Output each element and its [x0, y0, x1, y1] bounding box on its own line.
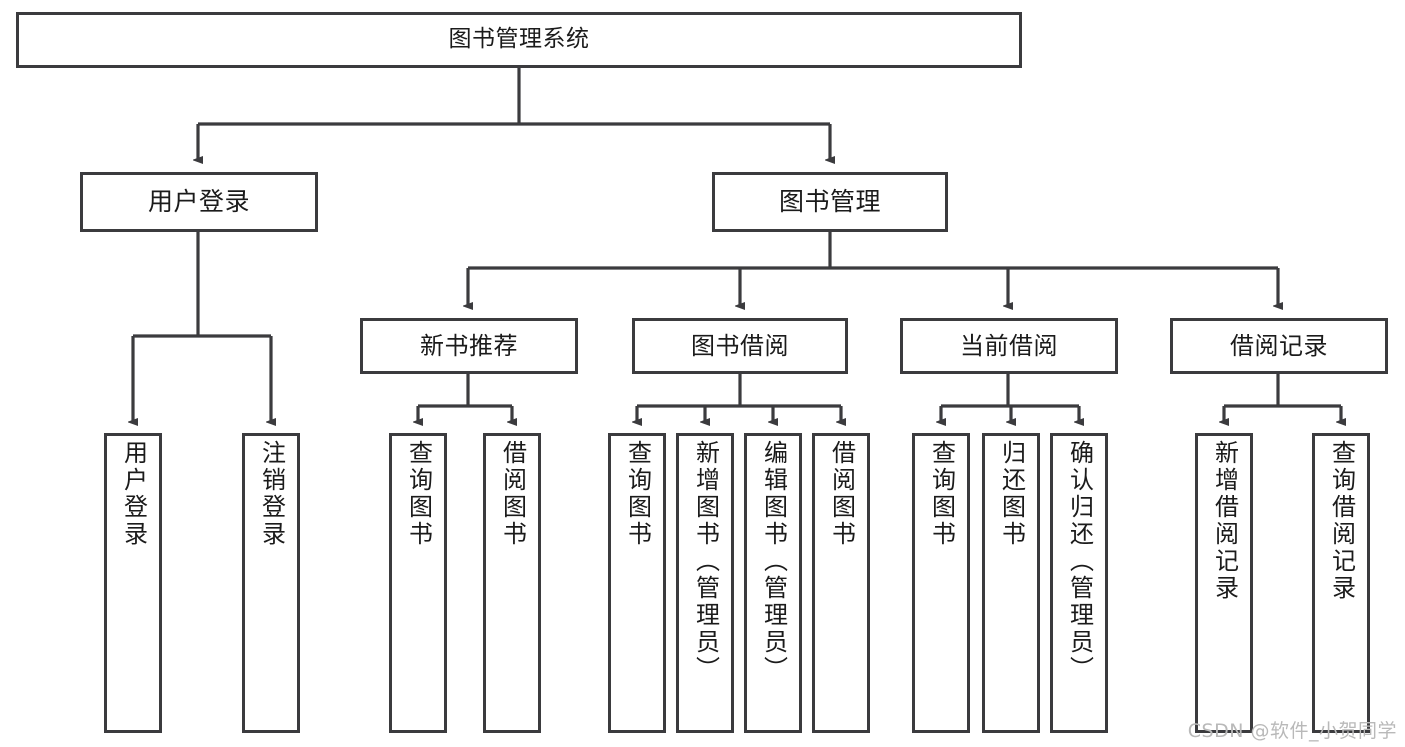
node-label: 用户登录 — [119, 440, 148, 548]
node-label: 新书推荐 — [420, 331, 518, 360]
node-leaf-borrow-book[interactable]: 借阅图书 — [812, 433, 870, 733]
node-leaf-query-book-newbook[interactable]: 查询图书 — [389, 433, 447, 733]
node-label: 借阅图书 — [498, 440, 527, 548]
node-label: 确认归还（管理员） — [1065, 440, 1094, 683]
node-leaf-logout[interactable]: 注销登录 — [242, 433, 300, 733]
node-label: 编辑图书（管理员） — [759, 440, 788, 683]
node-user-login[interactable]: 用户登录 — [80, 172, 318, 232]
node-label: 借阅记录 — [1230, 331, 1328, 360]
node-label: 用户登录 — [147, 187, 250, 217]
node-label: 当前借阅 — [960, 331, 1058, 360]
node-label: 图书管理系统 — [448, 26, 590, 53]
node-leaf-confirm-return-admin[interactable]: 确认归还（管理员） — [1050, 433, 1108, 733]
node-label: 新增图书（管理员） — [691, 440, 720, 683]
node-label: 图书借阅 — [691, 331, 789, 360]
node-label: 注销登录 — [257, 440, 286, 548]
node-leaf-add-borrow-record[interactable]: 新增借阅记录 — [1195, 433, 1253, 733]
node-leaf-borrow-book-newbook[interactable]: 借阅图书 — [483, 433, 541, 733]
node-new-book-recommend[interactable]: 新书推荐 — [360, 318, 578, 374]
node-label: 查询借阅记录 — [1327, 440, 1356, 602]
node-book-borrow[interactable]: 图书借阅 — [632, 318, 848, 374]
node-borrow-record[interactable]: 借阅记录 — [1170, 318, 1388, 374]
node-leaf-query-book-borrow[interactable]: 查询图书 — [608, 433, 666, 733]
node-root-system[interactable]: 图书管理系统 — [16, 12, 1022, 68]
node-label: 查询图书 — [927, 440, 956, 548]
node-label: 查询图书 — [404, 440, 433, 548]
node-leaf-return-book[interactable]: 归还图书 — [982, 433, 1040, 733]
node-label: 图书管理 — [778, 187, 881, 217]
node-current-borrow[interactable]: 当前借阅 — [900, 318, 1118, 374]
node-leaf-query-book-current[interactable]: 查询图书 — [912, 433, 970, 733]
node-leaf-add-book-admin[interactable]: 新增图书（管理员） — [676, 433, 734, 733]
node-label: 查询图书 — [623, 440, 652, 548]
node-label: 归还图书 — [997, 440, 1026, 548]
node-leaf-user-login[interactable]: 用户登录 — [104, 433, 162, 733]
node-book-management[interactable]: 图书管理 — [712, 172, 948, 232]
node-leaf-edit-book-admin[interactable]: 编辑图书（管理员） — [744, 433, 802, 733]
node-leaf-query-borrow-record[interactable]: 查询借阅记录 — [1312, 433, 1370, 733]
node-label: 借阅图书 — [827, 440, 856, 548]
node-label: 新增借阅记录 — [1210, 440, 1239, 602]
